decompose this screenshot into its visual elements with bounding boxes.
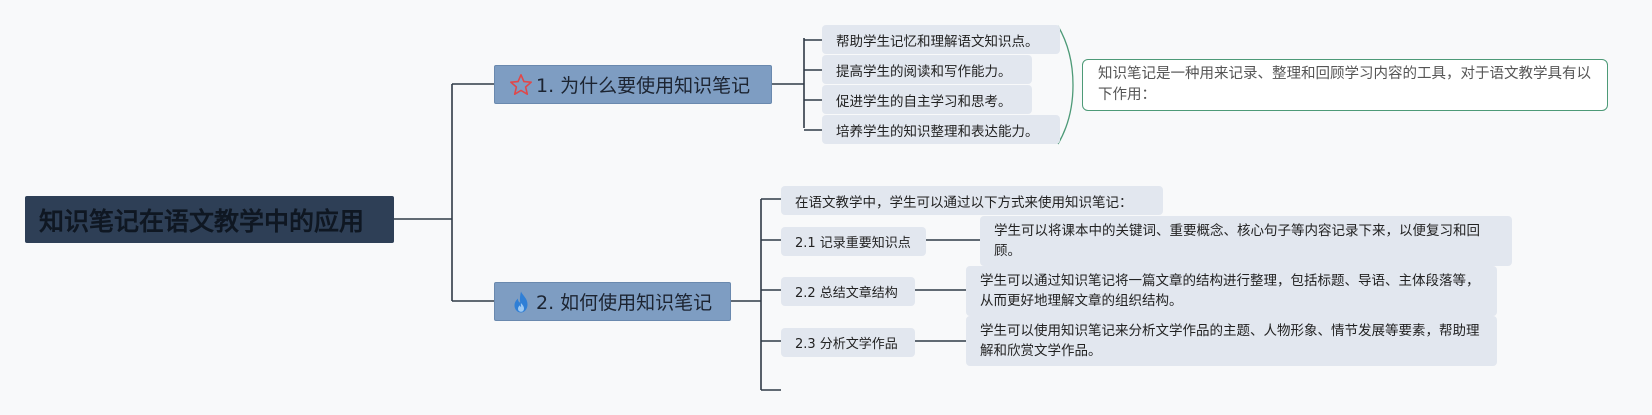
summary-note[interactable]: 知识笔记是一种用来记录、整理和回顾学习内容的工具，对于语文教学具有以下作用： [1082, 59, 1608, 111]
method-summarize-structure-detail[interactable]: 学生可以通过知识笔记将一篇文章的结构进行整理，包括标题、导语、主体段落等，从而更… [966, 266, 1497, 316]
method-record-key-points[interactable]: 2.1 记录重要知识点 [781, 227, 926, 256]
why-item-2-label: 提高学生的阅读和写作能力。 [836, 63, 1012, 80]
branch-how-use-notes-label: 2. 如何使用知识笔记 [536, 292, 713, 314]
branch-why-use-notes-label: 1. 为什么要使用知识笔记 [536, 75, 751, 97]
summary-note-text: 知识笔记是一种用来记录、整理和回顾学习内容的工具，对于语文教学具有以下作用： [1098, 66, 1591, 103]
how-intro[interactable]: 在语文教学中，学生可以通过以下方式来使用知识笔记： [781, 186, 1163, 215]
how-intro-label: 在语文教学中，学生可以通过以下方式来使用知识笔记： [795, 194, 1133, 211]
why-item-3[interactable]: 促进学生的自主学习和思考。 [822, 85, 1032, 114]
root-topic[interactable]: 知识笔记在语文教学中的应用 [25, 196, 394, 243]
method-analyze-literature[interactable]: 2.3 分析文学作品 [781, 328, 915, 357]
why-item-3-label: 促进学生的自主学习和思考。 [836, 93, 1012, 110]
method-record-key-points-label: 2.1 记录重要知识点 [795, 236, 911, 251]
why-item-4-label: 培养学生的知识整理和表达能力。 [836, 123, 1039, 140]
method-analyze-literature-detail-text: 学生可以使用知识笔记来分析文学作品的主题、人物形象、情节发展等要素，帮助理解和欣… [980, 323, 1480, 359]
method-summarize-structure-label: 2.2 总结文章结构 [795, 286, 898, 301]
why-item-1[interactable]: 帮助学生记忆和理解语文知识点。 [822, 25, 1060, 54]
why-item-4[interactable]: 培养学生的知识整理和表达能力。 [822, 115, 1060, 144]
method-summarize-structure-detail-text: 学生可以通过知识笔记将一篇文章的结构进行整理，包括标题、导语、主体段落等，从而更… [980, 273, 1480, 309]
branch-how-use-notes[interactable]: 2. 如何使用知识笔记 [494, 282, 731, 321]
fire-icon [508, 289, 534, 315]
why-item-2[interactable]: 提高学生的阅读和写作能力。 [822, 55, 1032, 84]
method-summarize-structure[interactable]: 2.2 总结文章结构 [781, 277, 915, 306]
method-analyze-literature-label: 2.3 分析文学作品 [795, 337, 898, 352]
root-topic-label: 知识笔记在语文教学中的应用 [39, 206, 365, 236]
branch-why-use-notes[interactable]: 1. 为什么要使用知识笔记 [494, 65, 772, 104]
why-item-1-label: 帮助学生记忆和理解语文知识点。 [836, 33, 1039, 50]
star-icon [508, 72, 534, 98]
summary-bracket [1057, 25, 1074, 145]
method-record-key-points-detail-text: 学生可以将课本中的关键词、重要概念、核心句子等内容记录下来，以便复习和回顾。 [994, 223, 1480, 259]
method-record-key-points-detail[interactable]: 学生可以将课本中的关键词、重要概念、核心句子等内容记录下来，以便复习和回顾。 [980, 216, 1512, 266]
method-analyze-literature-detail[interactable]: 学生可以使用知识笔记来分析文学作品的主题、人物形象、情节发展等要素，帮助理解和欣… [966, 316, 1497, 366]
